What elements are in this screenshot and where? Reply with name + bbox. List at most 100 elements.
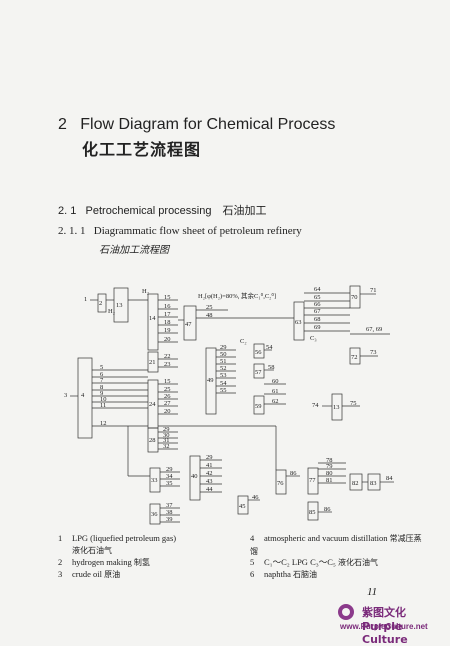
stream-label: 73 — [370, 349, 377, 356]
stream-label: 7 — [100, 377, 104, 384]
stream-label: 48 — [206, 312, 213, 319]
stream-label: 8 — [100, 384, 103, 391]
stream-label: 39 — [166, 516, 173, 523]
stream-label: 69 — [314, 324, 321, 331]
stream-label: 74 — [312, 402, 319, 409]
stream-label: 10 — [100, 396, 107, 403]
process-unit-box — [237, 495, 249, 515]
stream-label: 76 — [277, 480, 284, 487]
stream-label: 60 — [272, 378, 279, 385]
stream-label: 23 — [164, 361, 171, 368]
stream-label: 80 — [326, 470, 333, 477]
chapter-title-cn: 化工工艺流程图 — [82, 140, 202, 159]
process-unit-box — [349, 285, 361, 309]
process-unit-box — [331, 393, 343, 421]
process-unit-box — [253, 395, 265, 415]
legend-number: 5 — [250, 557, 255, 567]
stream-label: 41 — [206, 462, 213, 469]
process-unit-box — [149, 503, 161, 525]
stream-label: 15 — [164, 378, 171, 385]
stream-label: 85 — [309, 509, 316, 516]
process-unit-box — [253, 363, 265, 379]
chapter-title: 2 Flow Diagram for Chemical Process — [58, 116, 335, 134]
process-unit-box — [205, 347, 217, 415]
legend-chinese: 原油 — [104, 570, 121, 579]
stream-label: 14 — [149, 315, 156, 322]
legend-english: LPG (liquefied petroleum gas) — [72, 533, 177, 543]
process-unit-box — [97, 293, 107, 313]
chapter-title-text: Flow Diagram for Chemical Process — [80, 116, 336, 133]
stream-label: 11 — [100, 402, 106, 409]
stream-label: 83 — [370, 480, 377, 487]
stream-label: 57 — [255, 369, 262, 376]
stream-label: 37 — [166, 502, 173, 509]
stream-label: 67 — [314, 308, 321, 315]
stream-label: 66 — [314, 301, 321, 308]
legend-chinese: 液化石油气 — [337, 558, 378, 567]
stream-label: 5 — [100, 364, 103, 371]
stream-label: 1 — [84, 296, 87, 303]
legend-chinese: 液化石油气 — [72, 546, 112, 555]
stream-label: 62 — [272, 398, 279, 405]
stream-label: 29 — [163, 426, 170, 433]
stream-label: 26 — [164, 393, 171, 400]
stream-label: 15 — [164, 294, 171, 301]
stream-label: 22 — [164, 353, 171, 360]
stream-label: 12 — [100, 420, 107, 427]
legend-number: 4 — [250, 533, 255, 543]
stream-label: 4 — [81, 392, 85, 399]
legend-chinese: 常减压蒸馏 — [250, 534, 422, 556]
section-title-text: Petrochemical processing — [85, 205, 212, 217]
stream-label: 50 — [220, 351, 227, 358]
stream-label: 78 — [326, 457, 333, 464]
legend-english: crude oil — [72, 569, 105, 579]
stream-label: 2 — [99, 300, 102, 307]
stream-label: 13 — [116, 302, 123, 309]
stream-label: 25 — [206, 304, 213, 311]
stream-label: 43 — [206, 478, 213, 485]
publisher-logo-icon — [338, 604, 354, 620]
legend-chinese: 制氢 — [133, 558, 150, 567]
stream-label: 61 — [272, 388, 279, 395]
legend-item: 5 C₁～C₂ LPG C₃～C₅ 液化石油气 — [250, 556, 425, 569]
process-unit-box — [149, 467, 161, 493]
stream-label: 16 — [164, 303, 171, 310]
stream-label: 47 — [185, 321, 192, 328]
stream-label: 67, 69 — [366, 326, 382, 333]
stream-label: 82 — [352, 480, 359, 487]
process-unit-box — [275, 469, 287, 495]
legend-english: naphtha — [264, 569, 294, 579]
stream-label: 40 — [191, 473, 198, 480]
process-unit-box — [147, 351, 159, 373]
stream-label: 84 — [386, 475, 393, 482]
section-number: 2. 1 — [58, 205, 77, 217]
process-unit-box — [293, 301, 305, 341]
section-title-cn: 石油加工 — [222, 204, 267, 217]
stream-label: 30 — [163, 432, 170, 439]
stream-label: 71 — [370, 287, 377, 294]
stream-label: 49 — [207, 377, 214, 384]
stream-label: 20 — [164, 408, 171, 415]
stream-label: 54 — [220, 380, 227, 387]
stream-label: 33 — [151, 477, 158, 484]
stream-label: 44 — [206, 486, 213, 493]
stream-label: 52 — [220, 365, 227, 372]
stream-label: 68 — [314, 316, 321, 323]
c3-label: C₃ — [310, 335, 317, 342]
publisher-url: www.PurpleCulture.net — [340, 622, 428, 631]
process-unit-box — [147, 293, 159, 351]
stream-label: 13 — [333, 404, 340, 411]
stream-label: 42 — [206, 470, 213, 477]
legend-english: hydrogen making — [72, 557, 134, 567]
stream-label: 75 — [350, 400, 357, 407]
stream-label: 38 — [166, 509, 173, 516]
legend-english: C₁～C₂ LPG C₃～C₅ — [264, 557, 338, 567]
stream-label: 28 — [149, 437, 156, 444]
stream-label: 21 — [149, 359, 156, 366]
stream-label: 20 — [164, 336, 171, 343]
